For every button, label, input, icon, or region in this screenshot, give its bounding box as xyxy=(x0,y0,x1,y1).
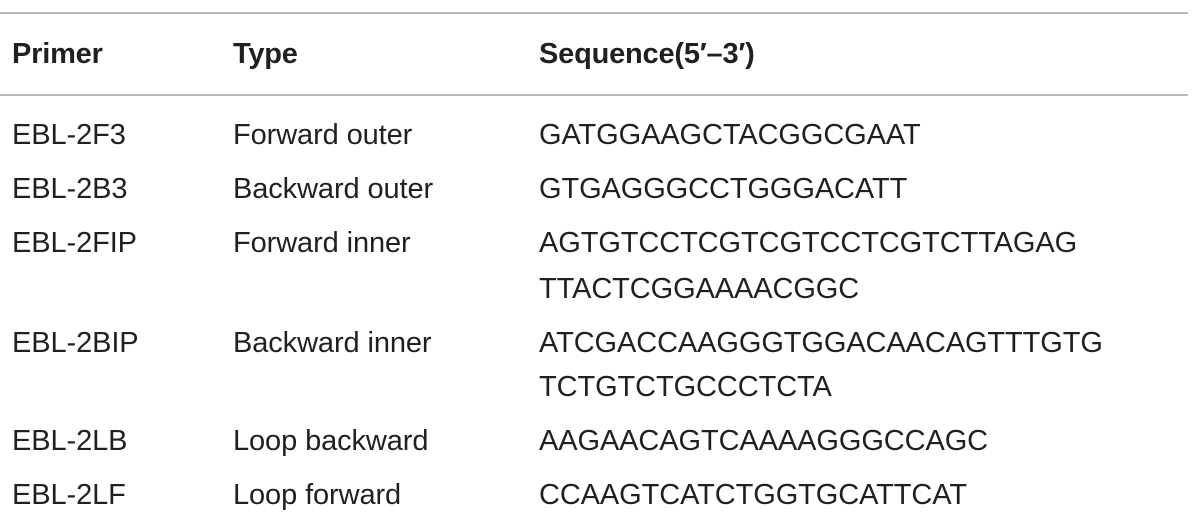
cell-sequence-line2: TTACTCGGAAAACGGC xyxy=(539,273,860,305)
cell-type: Loop backward xyxy=(233,425,429,457)
cell-primer: EBL-2LF xyxy=(12,479,126,511)
table-header-rule xyxy=(0,94,1188,96)
cell-primer: EBL-2LB xyxy=(12,425,128,457)
cell-sequence: AAGAACAGTCAAAAGGGCCAGC xyxy=(539,425,988,457)
cell-sequence: GTGAGGGCCTGGGACATT xyxy=(539,173,908,205)
cell-primer: EBL-2FIP xyxy=(12,227,137,259)
cell-sequence: CCAAGTCATCTGGTGCATTCAT xyxy=(539,479,967,511)
cell-type: Forward outer xyxy=(233,119,413,151)
table-top-rule xyxy=(0,12,1188,14)
cell-primer: EBL-2BIP xyxy=(12,327,139,359)
cell-primer: EBL-2B3 xyxy=(12,173,128,205)
cell-sequence: GATGGAAGCTACGGCGAAT xyxy=(539,119,921,151)
cell-sequence-line1: AGTGTCCTCGTCGTCCTCGTCTTAGAG xyxy=(539,227,1078,259)
header-sequence: Sequence(5′–3′) xyxy=(539,38,755,70)
header-type: Type xyxy=(233,38,298,70)
cell-type: Backward inner xyxy=(233,327,432,359)
cell-type: Loop forward xyxy=(233,479,402,511)
cell-type: Backward outer xyxy=(233,173,434,205)
cell-type: Forward inner xyxy=(233,227,411,259)
cell-sequence-line2: TCTGTCTGCCCTCTA xyxy=(539,371,832,403)
cell-sequence-line1: ATCGACCAAGGGTGGACAACAGTTTGTG xyxy=(539,327,1103,359)
header-primer: Primer xyxy=(12,38,103,70)
cell-primer: EBL-2F3 xyxy=(12,119,126,151)
